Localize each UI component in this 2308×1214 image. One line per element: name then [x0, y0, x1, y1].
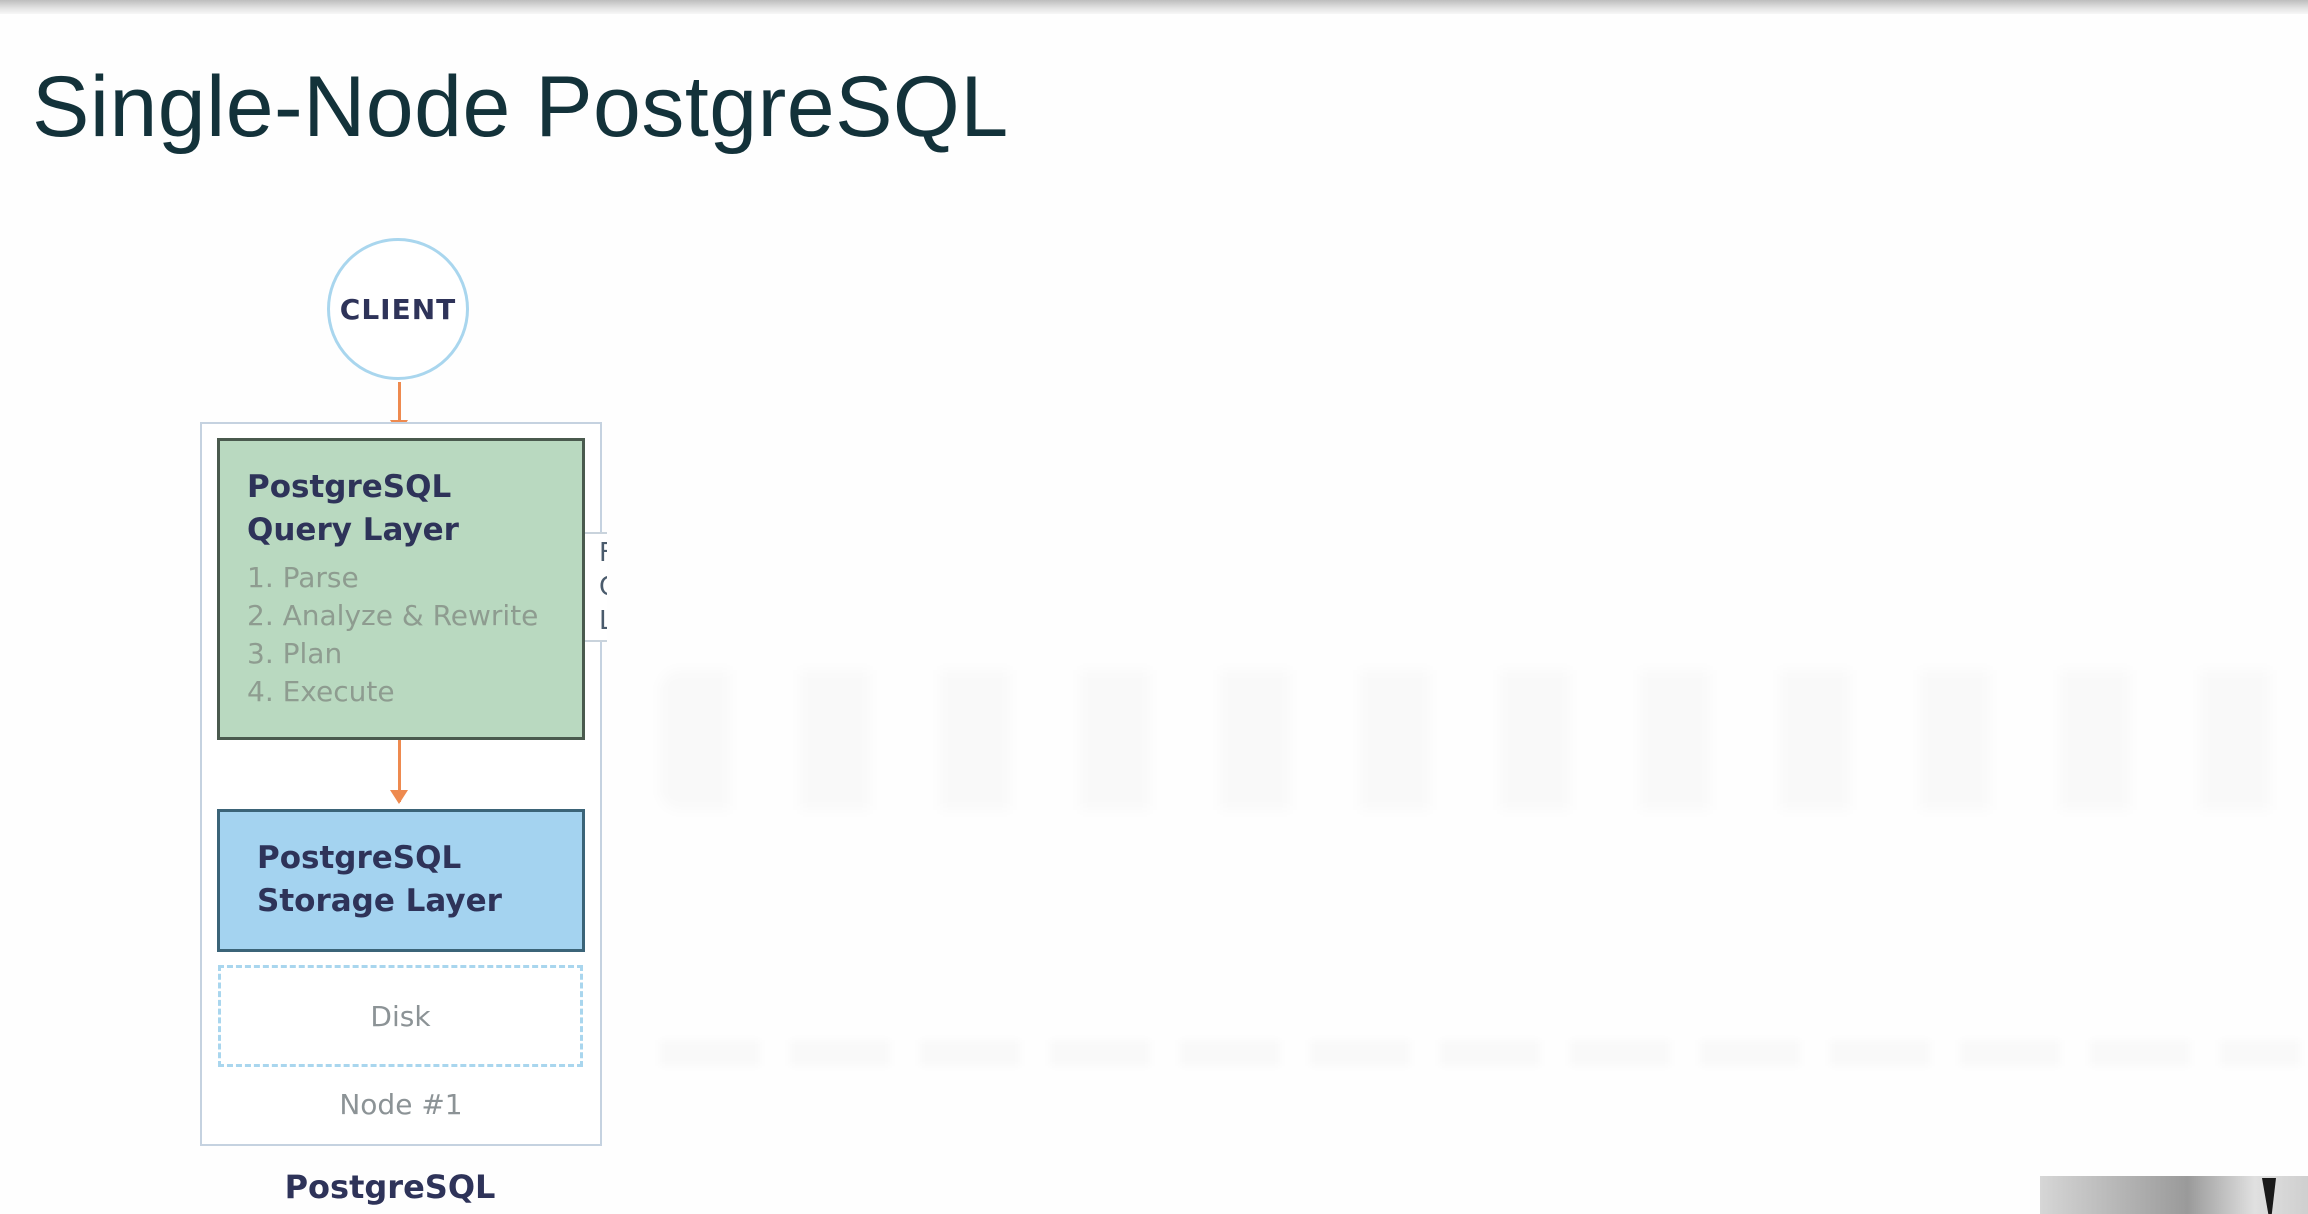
disk-label: Disk [370, 999, 431, 1033]
query-steps-list: 1. Parse 2. Analyze & Rewrite 3. Plan 4.… [247, 559, 538, 711]
presenter-video-thumbnail [2040, 1176, 2308, 1214]
diagram-caption: PostgreSQL [284, 1168, 496, 1206]
top-window-edge [0, 0, 2308, 14]
slide-title: Single-Node PostgreSQL [32, 59, 1009, 155]
storage-layer-title: PostgreSQL Storage Layer [257, 837, 502, 923]
side-tab-letter-3: L [599, 606, 607, 636]
query-step: 1. Parse [247, 561, 359, 594]
query-layer-title: PostgreSQL Query Layer [247, 466, 459, 552]
query-to-storage-arrow [390, 740, 408, 804]
side-tab-letter-1: F [599, 538, 607, 568]
client-label: CLIENT [339, 292, 457, 326]
storage-layer-title-line1: PostgreSQL [257, 840, 462, 876]
query-step: 3. Plan [247, 637, 343, 670]
storage-layer-box: PostgreSQL Storage Layer [217, 809, 585, 952]
query-layer-title-line1: PostgreSQL [247, 469, 452, 505]
query-layer-title-line2: Query Layer [247, 512, 459, 548]
client-node: CLIENT [327, 238, 469, 380]
side-tab-letter-2: C [599, 572, 607, 602]
query-step: 4. Execute [247, 675, 395, 708]
node-label: Node #1 [339, 1088, 463, 1121]
faded-background-shape [660, 670, 2300, 810]
query-step: 2. Analyze & Rewrite [247, 599, 539, 632]
disk-box: Disk [218, 965, 583, 1067]
storage-layer-title-line2: Storage Layer [257, 883, 502, 919]
faded-background-line [660, 1040, 2300, 1066]
query-layer-box: PostgreSQL Query Layer 1. Parse 2. Analy… [217, 438, 585, 740]
